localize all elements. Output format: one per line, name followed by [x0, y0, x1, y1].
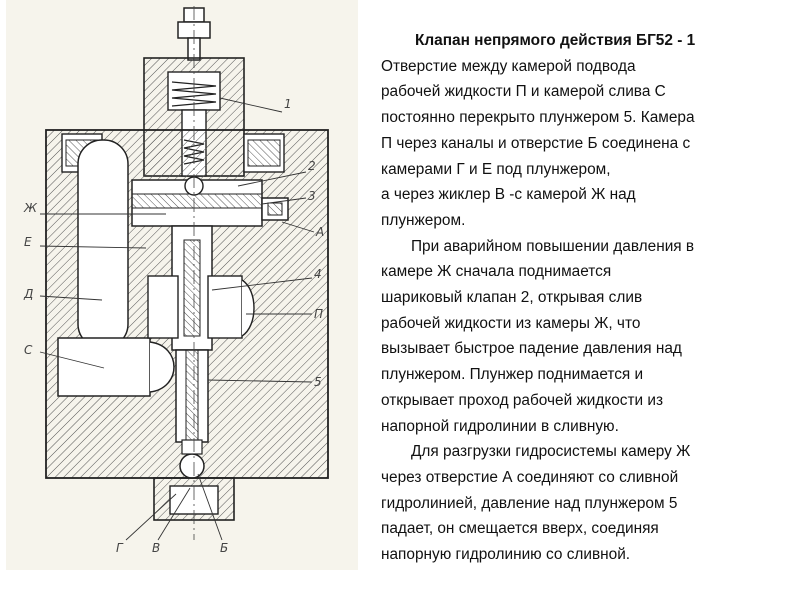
text-line: через отверстие А соединяют со сливной [381, 468, 679, 486]
text-line: вызывает быстрое падение давления над [381, 340, 682, 358]
label-A: А [315, 225, 324, 239]
label-E: Е [24, 235, 32, 249]
label-3: 3 [308, 189, 316, 203]
text-line: шариковый клапан 2, открывая слив [381, 289, 643, 307]
text-line: а через жиклер В -с камерой Ж над [381, 186, 636, 204]
label-4: 4 [314, 267, 322, 281]
text-line: плунжером. [381, 211, 466, 229]
valve-body [45, 129, 329, 479]
valve-drawing-panel: Ж Е Д С 1 2 3 А 4 П 5 Г В Б [6, 0, 358, 570]
text-line: Для разгрузки гидросистемы камеру Ж [411, 443, 691, 461]
text-line: рабочей жидкости П и камерой слива С [381, 83, 666, 101]
label-Zh: Ж [23, 201, 38, 215]
label-2: 2 [308, 159, 316, 173]
label-G: Г [116, 541, 124, 555]
text-line: постоянно перекрыто плунжером 5. Камера [381, 109, 695, 127]
text-line: При аварийном повышении давления в [411, 237, 695, 255]
slide-title: Клапан непрямого действия БГ52 - 1 [415, 32, 696, 49]
label-5: 5 [314, 375, 322, 389]
leader-lines [39, 97, 315, 541]
text-line: напорную гидролинию со сливной. [381, 546, 631, 564]
text-line: гидролинией, давление над плунжером 5 [381, 494, 678, 512]
text-line: П через каналы и отверстие Б соединена с [381, 134, 691, 152]
upper-spring [171, 81, 217, 107]
text-line: камерами Г и Е под плунжером, [381, 160, 611, 178]
text-line: плунжером. Плунжер поднимается и [381, 366, 644, 384]
text-line: падает, он смещается вверх, соединяя [381, 520, 659, 538]
label-D: Д [23, 287, 33, 301]
label-B: Б [220, 541, 228, 555]
paragraph-1: Отверстие между камерой подвода рабочей … [381, 54, 793, 234]
text-line: рабочей жидкости из камеры Ж, что [381, 314, 641, 332]
text-line: напорной гидролинии в сливную. [381, 417, 619, 435]
description-text: Клапан непрямого действия БГ52 - 1 Отвер… [381, 28, 793, 568]
label-1: 1 [284, 97, 292, 111]
text-line: открывает проход рабочей жидкости из [381, 391, 664, 409]
label-S: С [24, 343, 33, 357]
paragraph-2: При аварийном повышении давления в камер… [381, 234, 793, 440]
valve-cross-section-drawing: Ж Е Д С 1 2 3 А 4 П 5 Г В Б [23, 6, 329, 555]
label-P: П [314, 307, 323, 321]
paragraph-3: Для разгрузки гидросистемы камеру Ж чере… [381, 439, 793, 568]
text-line: камере Ж сначала поднимается [381, 263, 612, 281]
text-line: Отверстие между камерой подвода [381, 57, 636, 75]
label-V: В [152, 541, 160, 555]
